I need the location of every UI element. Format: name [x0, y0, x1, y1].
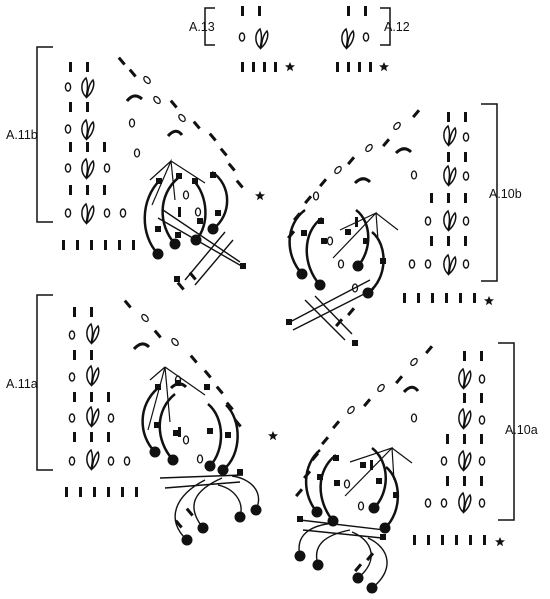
chart-a10a-bracket — [498, 342, 515, 521]
chart-a12: A.12 — [336, 6, 410, 72]
chart-a10b-diagonal — [287, 109, 421, 328]
chart-a11a: A.11a — [6, 294, 278, 546]
chart-a13-label: A.13 — [189, 20, 215, 34]
chart-a11a-end-star — [268, 431, 278, 441]
chart-a10a-end-star — [495, 537, 505, 547]
chart-a10a-cable — [294, 446, 413, 594]
chart-a11b: A.11b — [6, 46, 265, 291]
chart-a11a-bracket — [36, 294, 53, 471]
chart-a11b-label: A.11b — [6, 128, 38, 142]
chart-a12-bracket — [380, 7, 391, 46]
chart-a11b-diagonal — [117, 56, 244, 291]
chart-a12-end-star — [379, 62, 389, 72]
chart-a13-bracket — [204, 7, 215, 46]
chart-a10b-cable — [286, 209, 399, 346]
chart-a12-label: A.12 — [384, 20, 410, 34]
chart-a13: A.13 — [189, 6, 295, 72]
chart-a11a-symbols — [65, 307, 138, 497]
chart-a10b-end-star — [484, 296, 494, 306]
chart-a11a-diagonal — [123, 299, 242, 529]
chart-a10b-symbols — [403, 112, 476, 303]
chart-a13-symbols — [238, 6, 277, 72]
chart-a11a-label: A.11a — [6, 377, 38, 391]
chart-a12-symbols — [336, 6, 372, 72]
chart-a11b-end-star — [255, 191, 265, 201]
chart-a10a-diagonal — [295, 345, 434, 573]
chart-a10a-label: A.10a — [505, 423, 538, 437]
chart-a13-end-star — [285, 62, 295, 72]
chart-a11b-cable — [143, 158, 246, 286]
chart-a11b-bracket — [36, 46, 53, 223]
chart-a10b-label: A.10b — [489, 187, 522, 201]
chart-a10a: A.10a — [294, 342, 538, 594]
chart-a11a-cable — [141, 366, 262, 546]
chart-a10b: A.10b — [286, 103, 522, 346]
chart-a10b-bracket — [481, 103, 498, 282]
chart-a10a-symbols — [413, 351, 486, 545]
chart-a11b-symbols — [62, 62, 135, 250]
